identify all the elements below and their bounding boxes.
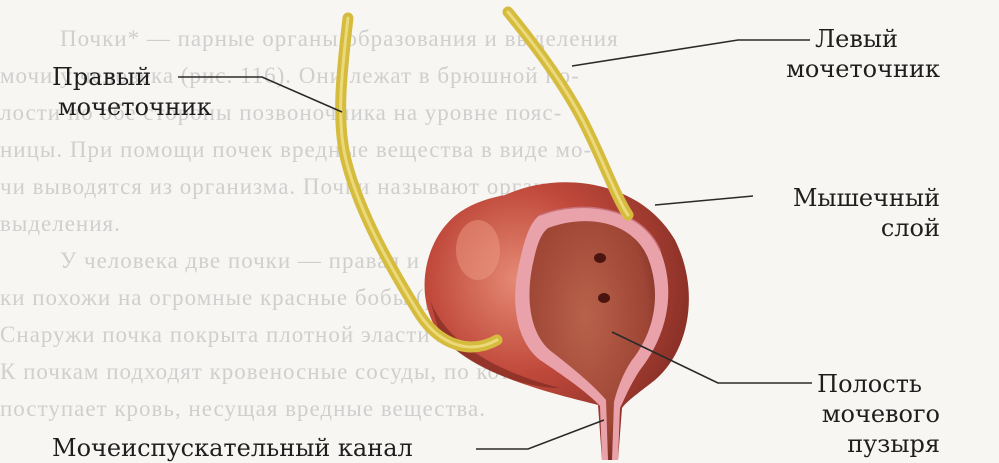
leader-urethra — [476, 420, 604, 449]
ureter-opening — [594, 253, 606, 263]
label-muscle-layer: Мышечный слой — [740, 183, 940, 243]
label-line: мочевого — [780, 399, 940, 429]
label-line: мочеточник — [770, 54, 940, 84]
label-line: Мышечный — [740, 183, 940, 213]
leader-muscle-layer — [655, 196, 753, 205]
bladder-highlight — [456, 220, 500, 280]
label-urethra: Мочеиспускательный канал — [52, 433, 413, 463]
label-right-ureter: Правый мочеточник — [52, 62, 212, 122]
label-line: мочеточник — [58, 92, 212, 122]
label-line: Левый — [770, 24, 940, 54]
label-line: слой — [740, 213, 940, 243]
label-cavity: Полость мочевого пузыря — [780, 369, 940, 459]
label-line: Правый — [52, 62, 212, 92]
label-line: Полость — [780, 369, 940, 399]
label-left-ureter: Левый мочеточник — [770, 24, 940, 84]
label-line: пузыря — [780, 429, 940, 459]
ureter-opening — [598, 293, 610, 303]
